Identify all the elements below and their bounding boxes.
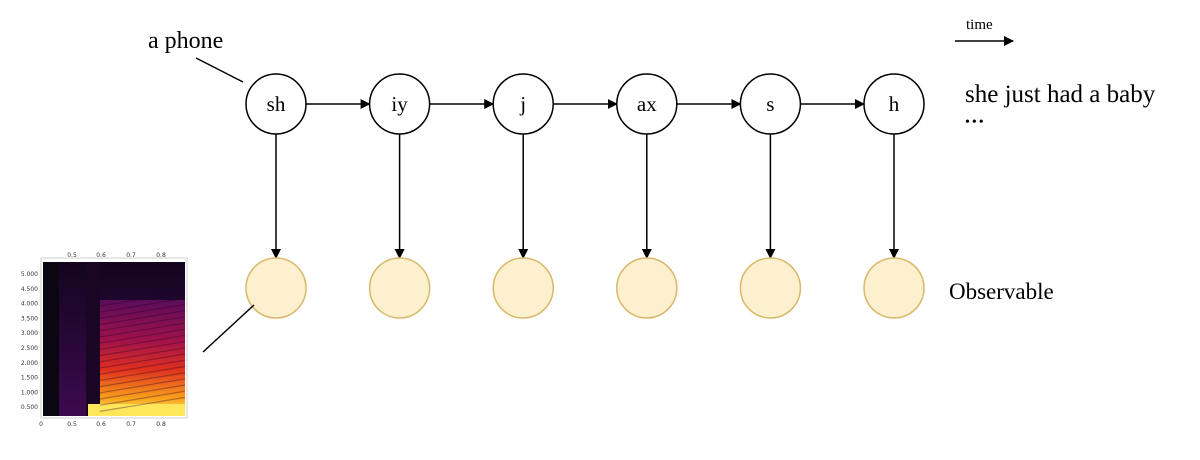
spectrogram-burst <box>86 262 100 416</box>
edges <box>276 104 894 258</box>
spectrogram-y-tick: 2.000 <box>21 360 38 367</box>
phone-callout-line <box>196 58 243 82</box>
spectrogram-y-tick: 0.500 <box>21 404 38 411</box>
observation-node <box>493 258 553 318</box>
spectrogram-callout-line <box>203 305 254 352</box>
observation-node <box>246 258 306 318</box>
hidden-state-label: ax <box>637 92 657 116</box>
phone-callout-label: a phone <box>148 28 223 54</box>
spectrogram-y-tick: 3.500 <box>21 315 38 322</box>
observation-node <box>617 258 677 318</box>
hidden-state-label: iy <box>391 92 408 116</box>
spectrogram-top-tick: 0.6 <box>96 252 106 259</box>
spectrogram-top-tick: 0.7 <box>126 252 136 259</box>
spectrogram-y-tick: 4.500 <box>21 286 38 293</box>
spectrogram-top-tick: 0.5 <box>67 252 77 259</box>
hidden-state-label: j <box>519 92 526 116</box>
time-label: time <box>966 17 993 33</box>
spectrogram-bottom-ticks: 0 0.5 0.6 0.7 0.8 <box>39 421 166 428</box>
spectrogram-y-tick: 1.500 <box>21 375 38 382</box>
spectrogram-silence-left <box>43 262 59 416</box>
spectrogram-y-ticks: 5.000 4.500 4.000 3.500 3.000 2.500 2.000 1.500… <box>21 271 38 411</box>
spectrogram-y-tick: 1.000 <box>21 389 38 396</box>
spectrogram-y-tick: 4.000 <box>21 301 38 308</box>
hidden-state-label: s <box>766 92 774 116</box>
spectrogram-y-tick: 3.000 <box>21 330 38 337</box>
spectrogram-bottom-tick: 0.5 <box>67 421 77 428</box>
observation-node <box>740 258 800 318</box>
spectrogram: 0.5 0.6 0.7 0.8 0 0.5 0.6 0.7 0.8 5.000 4.500 4.0… <box>21 252 187 428</box>
spectrogram-bottom-tick: 0.7 <box>126 421 136 428</box>
observation-node <box>370 258 430 318</box>
hidden-state-label: h <box>889 92 900 116</box>
observable-label: Observable <box>949 279 1054 304</box>
spectrogram-y-tick: 5.000 <box>21 271 38 278</box>
spectrogram-bottom-tick: 0.6 <box>96 421 106 428</box>
observation-node <box>864 258 924 318</box>
observations <box>246 258 924 318</box>
spectrogram-y-tick: 2.500 <box>21 345 38 352</box>
ellipsis: ••• <box>965 115 986 130</box>
spectrogram-top-tick: 0.8 <box>156 252 166 259</box>
sentence-text: she just had a baby <box>965 81 1156 108</box>
hidden-state-label: sh <box>267 92 286 116</box>
spectrogram-bottom-tick: 0 <box>39 421 43 428</box>
spectrogram-bottom-tick: 0.8 <box>156 421 166 428</box>
